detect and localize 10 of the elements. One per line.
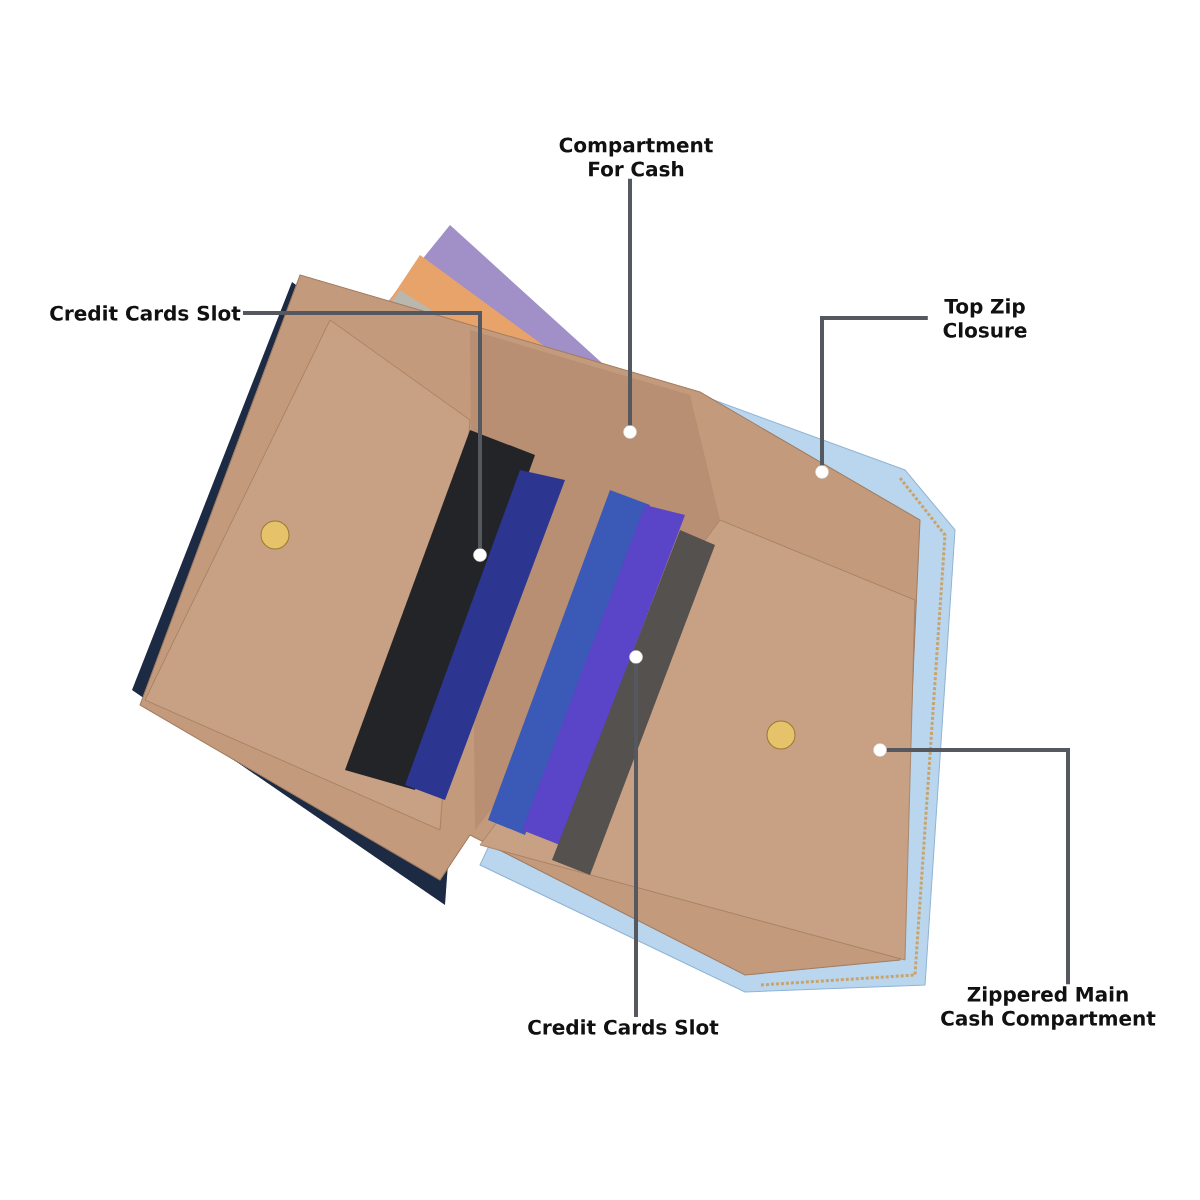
callout-label: Credit Cards Slot — [528, 1019, 719, 1035]
leader-line — [820, 316, 928, 466]
callout-label: Compartment For Cash — [559, 137, 713, 177]
callout-label: Top Zip Closure — [943, 298, 1027, 338]
leader-line — [243, 311, 482, 549]
leader-line — [628, 178, 632, 426]
callout-label: Credit Cards Slot — [50, 305, 241, 321]
callout-label: Zippered Main Cash Compartment — [941, 986, 1156, 1030]
leader-line — [634, 663, 638, 1018]
leader-line — [886, 748, 1070, 985]
